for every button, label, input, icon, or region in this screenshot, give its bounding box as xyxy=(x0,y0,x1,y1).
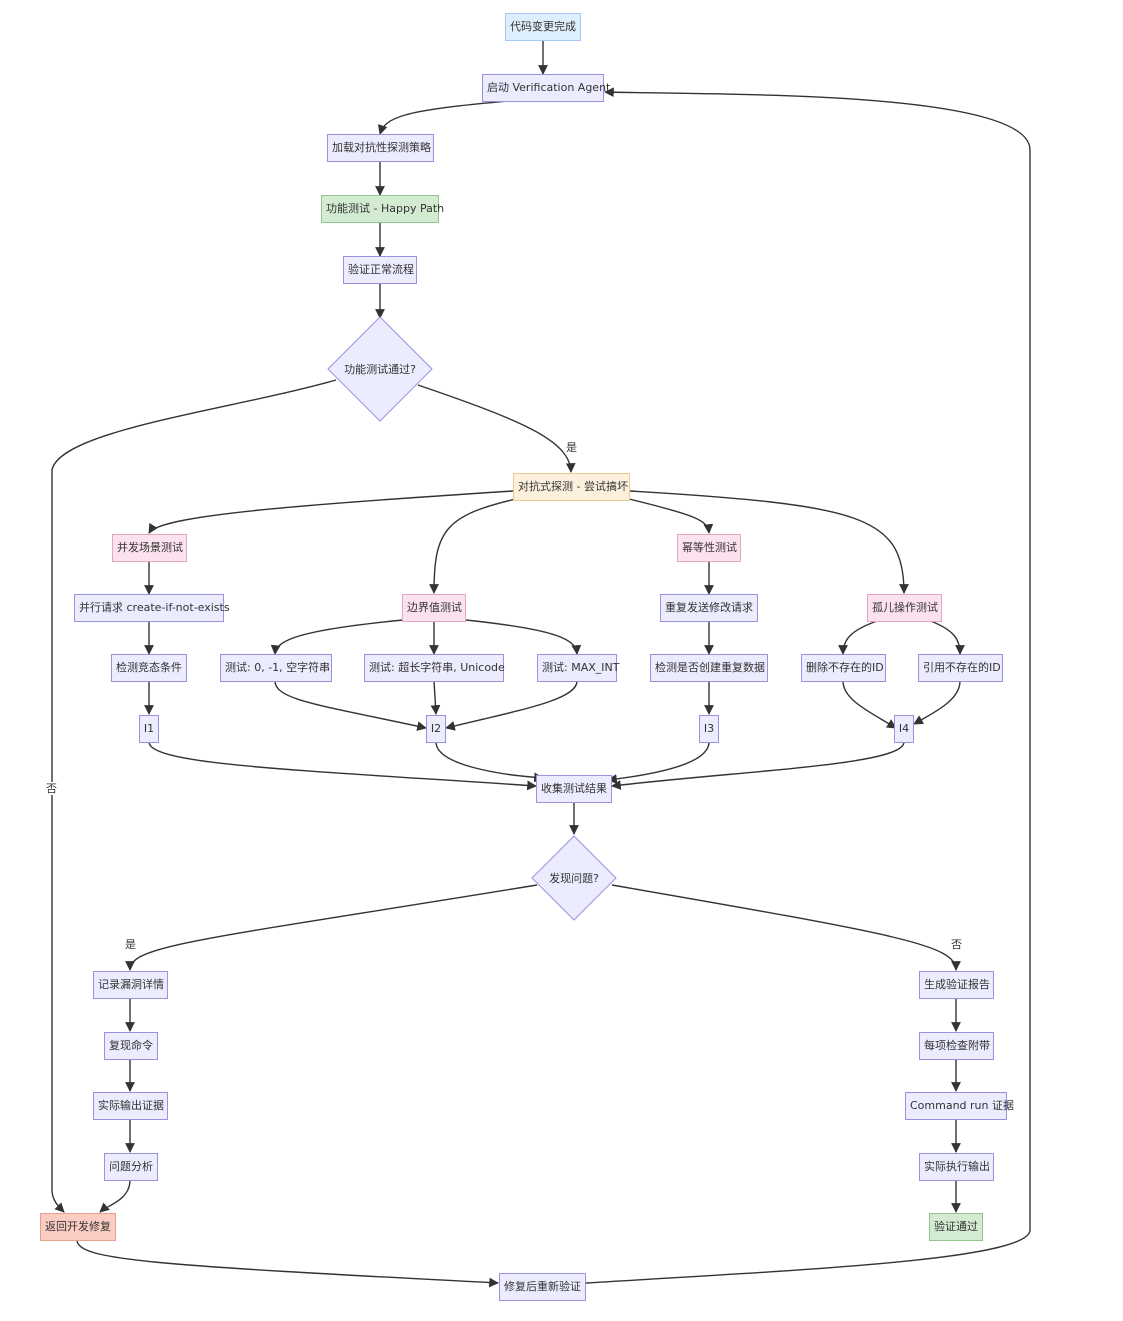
edge-label-func-yes: 是 xyxy=(565,441,578,454)
node-reference-missing-id: 引用不存在的ID xyxy=(918,654,1003,682)
edge-analysis-return xyxy=(99,1179,131,1213)
node-functional-test: 功能测试 - Happy Path xyxy=(321,195,444,223)
edge-i1-collect xyxy=(148,741,537,791)
edge-adv-boundary xyxy=(429,497,521,594)
decision-shape xyxy=(327,316,433,422)
edge-reverify-launch xyxy=(585,87,1031,1284)
node-repro-command: 复现命令 xyxy=(104,1032,158,1060)
node-race-condition: 检测竞态条件 xyxy=(111,654,187,682)
decision-shape xyxy=(531,835,617,921)
edge-adv-concurrency xyxy=(148,490,514,534)
node-i2: I2 xyxy=(426,715,446,743)
edge-long-i2 xyxy=(430,680,441,715)
edge-label-found-yes: 是 xyxy=(124,938,137,951)
node-return-to-dev: 返回开发修复 xyxy=(40,1213,116,1241)
node-test-max-int: 测试: MAX_INT xyxy=(537,654,619,682)
node-actual-evidence: 实际输出证据 xyxy=(93,1092,168,1120)
node-resend-request: 重复发送修改请求 xyxy=(660,594,758,622)
node-i3: I3 xyxy=(699,715,719,743)
edge-adv-orphan xyxy=(629,490,909,594)
node-delete-missing-id: 删除不存在的ID xyxy=(801,654,886,682)
edge-return-reverify xyxy=(76,1239,499,1288)
edge-i2-collect xyxy=(435,741,544,783)
decision-label: 发现问题? xyxy=(549,872,599,885)
node-boundary-test: 边界值测试 xyxy=(402,594,466,622)
node-duplicate-check: 检测是否创建重复数据 xyxy=(650,654,768,682)
edge-i4-collect xyxy=(611,741,905,790)
edge-ref-i4 xyxy=(913,680,961,725)
node-launch-verification-agent: 启动 Verification Agent xyxy=(482,74,610,102)
node-parallel-request: 并行请求 create-if-not-exists xyxy=(74,594,230,622)
edge-decision-return xyxy=(51,379,337,1213)
node-record-vulnerability: 记录漏洞详情 xyxy=(93,971,168,999)
edge-i3-collect xyxy=(607,741,710,784)
edge-boundary-max xyxy=(465,619,582,655)
node-collect-results: 收集测试结果 xyxy=(536,775,612,803)
decision-found-issue: 发现问题? xyxy=(531,835,617,921)
edge-adv-idempotency xyxy=(624,497,714,534)
node-load-adversarial-strategy: 加载对抗性探测策略 xyxy=(327,134,434,162)
edge-max-i2 xyxy=(445,680,578,731)
edge-del-i4 xyxy=(842,680,897,729)
edge-found-report xyxy=(611,884,961,971)
node-code-change-done: 代码变更完成 xyxy=(505,13,581,41)
node-test-long-string: 测试: 超长字符串, Unicode xyxy=(364,654,505,682)
edge-boundary-zero xyxy=(270,619,404,655)
edge-orphan-ref xyxy=(927,619,965,655)
node-actual-output: 实际执行输出 xyxy=(919,1153,994,1181)
node-concurrency-test: 并发场景测试 xyxy=(112,534,187,562)
node-orphan-test: 孤儿操作测试 xyxy=(867,594,942,622)
edge-label-found-no: 否 xyxy=(950,938,963,951)
edge-decision-adversarial xyxy=(417,384,576,473)
node-adversarial-probe: 对抗式探测 - 尝试搞坏 xyxy=(513,473,630,501)
node-issue-analysis: 问题分析 xyxy=(104,1153,158,1181)
node-test-zero: 测试: 0, -1, 空字符串 xyxy=(220,654,332,682)
node-verification-passed: 验证通过 xyxy=(929,1213,983,1241)
node-verify-normal-flow: 验证正常流程 xyxy=(343,256,417,284)
decision-functional-pass: 功能测试通过? xyxy=(327,316,433,422)
node-i1: I1 xyxy=(139,715,159,743)
node-each-check: 每项检查附带 xyxy=(919,1032,994,1060)
decision-label: 功能测试通过? xyxy=(344,363,416,376)
node-generate-report: 生成验证报告 xyxy=(919,971,994,999)
edge-label-func-no: 否 xyxy=(45,782,58,795)
node-reverify-after-fix: 修复后重新验证 xyxy=(499,1273,586,1301)
edge-found-record xyxy=(125,884,538,971)
edge-launch-load xyxy=(377,100,511,135)
edge-zero-i2 xyxy=(274,680,427,731)
node-idempotency-test: 幂等性测试 xyxy=(677,534,741,562)
edge-orphan-del xyxy=(838,619,881,655)
node-command-run-evidence: Command run 证据 xyxy=(905,1092,1014,1120)
node-i4: I4 xyxy=(894,715,914,743)
